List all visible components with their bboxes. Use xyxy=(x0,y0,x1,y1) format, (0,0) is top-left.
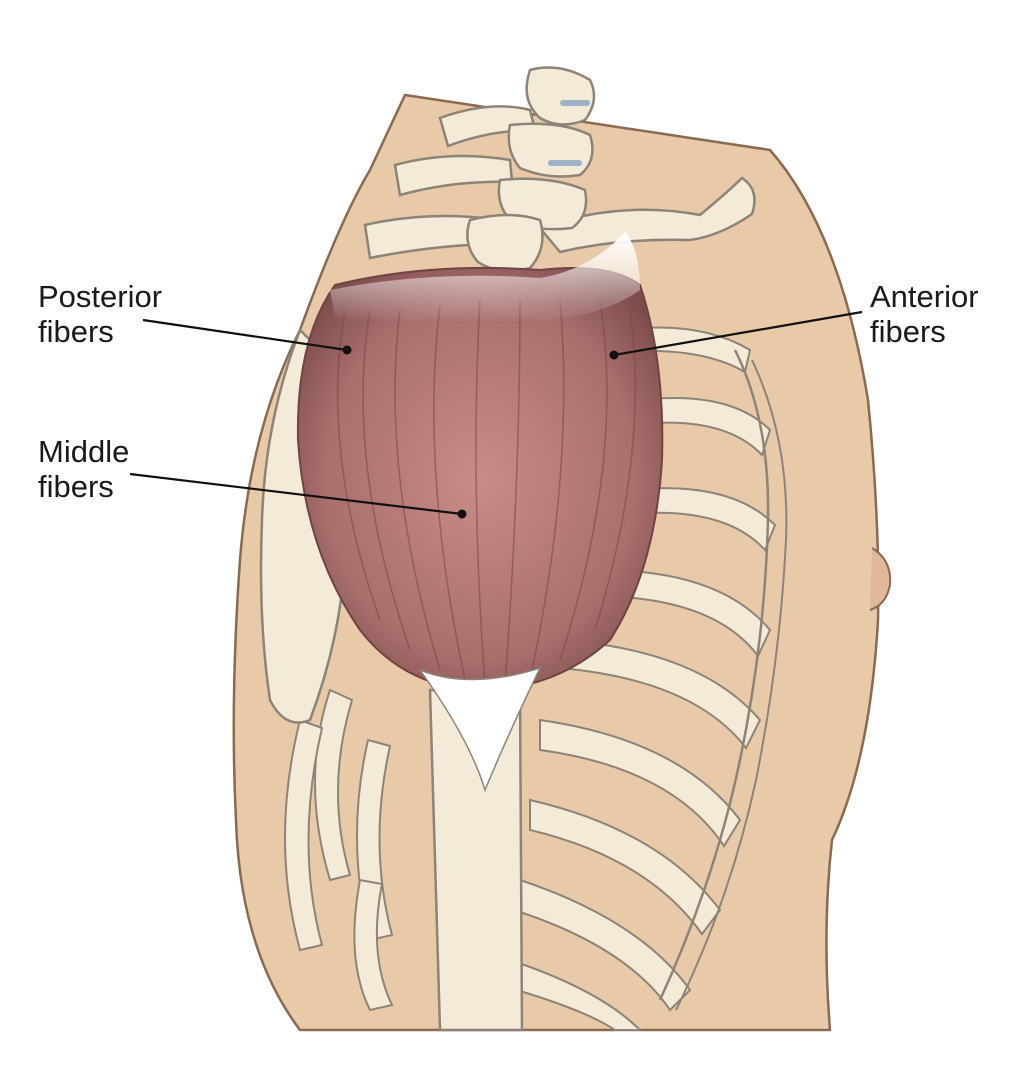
clavicle xyxy=(537,176,756,254)
costal-cartilage xyxy=(658,349,770,1001)
label-anterior-line1: Anterior xyxy=(870,279,979,314)
dot-posterior xyxy=(342,345,352,355)
dot-middle xyxy=(457,509,467,519)
cervical-vertebrae xyxy=(363,66,596,273)
vertebral-discs xyxy=(548,100,590,166)
label-middle-line2: fibers xyxy=(38,469,114,504)
dot-anterior xyxy=(609,350,619,360)
tendon-insertion xyxy=(417,666,542,793)
leader-lines xyxy=(129,310,863,516)
leader-line-middle xyxy=(129,472,463,516)
deltoid-muscle xyxy=(296,266,664,692)
label-posterior-line1: Posterior xyxy=(38,279,162,314)
leader-dots xyxy=(342,345,619,519)
ribs-right xyxy=(509,326,777,1031)
label-anterior-line2: fibers xyxy=(870,314,946,349)
tendon-origin xyxy=(330,232,640,323)
label-middle-line1: Middle xyxy=(38,434,129,469)
label-posterior-line2: fibers xyxy=(38,314,114,349)
ribs-left xyxy=(284,688,394,1012)
leader-line-anterior xyxy=(613,310,863,357)
nipple-shape xyxy=(869,547,892,611)
muscle-fibers xyxy=(336,299,637,686)
leader-line-posterior xyxy=(142,318,348,352)
